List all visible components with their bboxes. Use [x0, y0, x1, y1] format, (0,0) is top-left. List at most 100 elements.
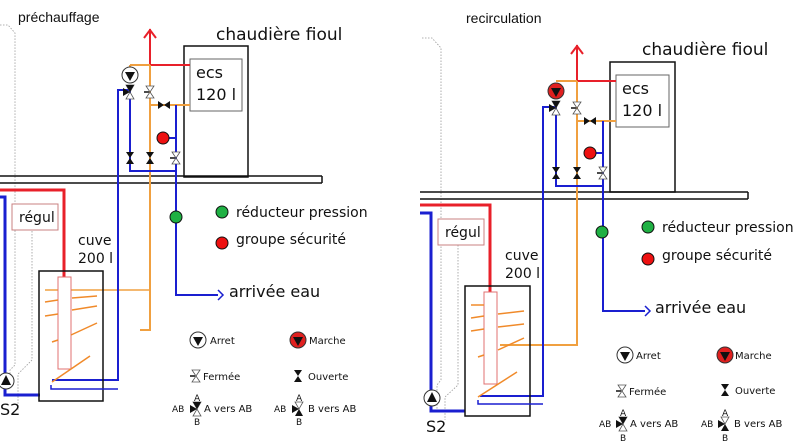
port-ab-label: AB [172, 405, 184, 415]
valve-open-legend-label: Ouverte [308, 372, 348, 383]
pump-off-legend-label: Arret [636, 351, 661, 362]
control-wire [0, 24, 16, 385]
return-pipe [0, 195, 40, 397]
return-pipe [420, 211, 465, 413]
pump-on-icon [547, 82, 565, 100]
water-inlet-label: arrivée eau [655, 298, 746, 317]
valve-b-to-ab-legend-label: B vers AB [308, 404, 356, 415]
valve-a-to-ab-legend-icon [615, 416, 628, 432]
valve-b-to-ab-legend-icon [717, 416, 730, 432]
arrow-up-icon [143, 28, 157, 39]
valve-closed-legend-icon [615, 384, 627, 398]
control-wire [444, 245, 459, 420]
ecs-label-line2: 120 l [196, 85, 236, 104]
reducer-legend-icon [215, 205, 229, 219]
port-a-label: A [296, 394, 303, 404]
regul-box [11, 203, 59, 231]
sensor-label: S2 [426, 417, 446, 436]
valve-closed-icon [143, 85, 155, 99]
port-b-label: B [194, 418, 200, 428]
port-b-label: B [722, 434, 728, 442]
heater-element [483, 291, 498, 385]
panel-prechauffage: préchauffage chaudière fioul ecs 120 l [0, 9, 368, 428]
control-wire [17, 228, 33, 410]
boiler-label: chaudière fioul [642, 40, 768, 60]
tank-label-line2: 200 l [505, 266, 540, 282]
port-a-label: A [620, 409, 627, 419]
valve-open-icon [552, 167, 560, 179]
reducer-legend-label: réducteur pression [662, 220, 794, 236]
valve-open-legend-icon [294, 370, 302, 382]
coil-lines [44, 295, 98, 383]
valve-closed-legend-icon [189, 369, 201, 383]
safety-group-icon [156, 131, 170, 145]
valve-open-legend-label: Ouverte [735, 386, 775, 397]
boiler [183, 45, 249, 178]
water-inlet-label: arrivée eau [229, 282, 320, 301]
safety-legend-icon [641, 252, 655, 266]
valve-closed-icon [169, 151, 181, 165]
pump-off-icon [121, 66, 139, 84]
storage-tank [38, 270, 104, 402]
panel-title: recirculation [466, 10, 541, 26]
heating-pipe [420, 203, 492, 293]
boiler-label: chaudière fioul [216, 25, 342, 45]
water-inlet-pipe [175, 105, 218, 296]
pump-on-legend-icon [289, 331, 307, 349]
valve-a-to-ab-legend-label: A vers AB [630, 419, 678, 430]
regul-box [437, 218, 485, 246]
port-ab-label: AB [599, 420, 611, 430]
port-ab-label: AB [701, 420, 713, 430]
ecs-label-line1: ecs [196, 63, 223, 82]
pressure-reducer-icon [595, 225, 609, 239]
control-wire [422, 37, 442, 410]
pump-off-legend-icon [189, 331, 207, 349]
pump-on-legend-label: Marche [309, 336, 346, 347]
pump-off-legend-icon [616, 346, 634, 364]
valve-open-icon [146, 152, 154, 164]
storage-tank [464, 285, 531, 417]
boiler [609, 61, 676, 193]
valve-a-to-ab-legend-label: A vers AB [204, 404, 252, 415]
tank-label-line2: 200 l [78, 251, 113, 267]
valve-a-to-ab-legend-icon [189, 401, 202, 417]
port-a-label: A [194, 394, 201, 404]
circulator-pump-icon [0, 372, 15, 390]
valve-closed-legend-label: Fermée [203, 371, 240, 383]
pump-on-legend-label: Marche [735, 351, 772, 362]
reducer-legend-label: réducteur pression [236, 205, 368, 221]
ecs-tank [189, 58, 243, 112]
ecs-label-line1: ecs [622, 79, 649, 98]
three-way-valve-icon [122, 84, 135, 100]
valve-closed-legend-label: Fermée [629, 386, 666, 398]
safety-legend-label: groupe sécurité [662, 248, 772, 264]
regul-label: régul [445, 225, 481, 241]
valve-b-to-ab-legend-label: B vers AB [734, 419, 782, 430]
valve-open-legend-icon [721, 384, 729, 396]
port-b-label: B [296, 418, 302, 428]
reducer-legend-icon [641, 220, 655, 234]
cold-water-pipe [555, 107, 603, 187]
valve-open-icon [126, 152, 134, 164]
valve-open-icon [573, 167, 581, 179]
safety-group-icon [583, 146, 597, 160]
three-way-valve-icon [548, 100, 561, 116]
circulator-pump-icon [423, 389, 441, 407]
cold-water-pipe [129, 90, 176, 172]
ecs-tank [615, 74, 670, 128]
valve-open-icon [158, 101, 170, 109]
port-ab-label: AB [274, 405, 286, 415]
panel-title: préchauffage [18, 9, 100, 25]
tank-label-line1: cuve [78, 233, 111, 249]
safety-legend-label: groupe sécurité [236, 232, 346, 248]
ecs-label-line2: 120 l [622, 101, 662, 120]
sensor-label: S2 [0, 400, 20, 419]
heater-element [57, 276, 72, 370]
heating-pipe [0, 188, 66, 278]
valve-closed-icon [570, 101, 582, 115]
tank-label-line1: cuve [505, 248, 538, 264]
port-a-label: A [722, 409, 729, 419]
pump-off-legend-label: Arret [210, 336, 235, 347]
valve-closed-icon [596, 166, 608, 180]
